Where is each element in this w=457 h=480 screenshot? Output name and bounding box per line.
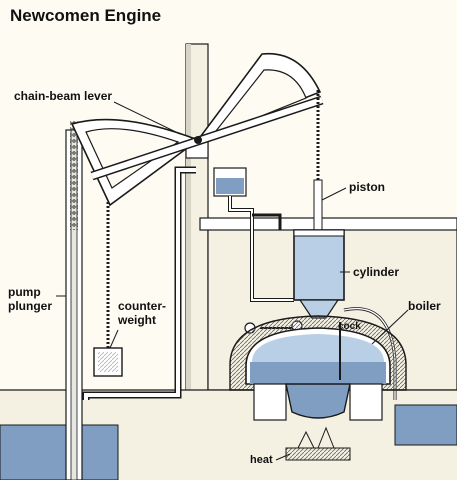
label-pump-plunger-2: plunger (8, 299, 52, 313)
label-counterweight-2: weight (118, 313, 156, 327)
label-boiler: boiler (408, 299, 441, 313)
mine-water (0, 424, 119, 480)
leader-boiler (371, 309, 409, 345)
label-piston: piston (349, 180, 385, 194)
platform-shelf (199, 217, 457, 231)
boiler-water (250, 362, 386, 384)
piston-rod (313, 179, 323, 235)
piston-head (293, 229, 345, 237)
label-cylinder: cylinder (353, 265, 400, 279)
diagram-title: Newcomen Engine (10, 6, 162, 25)
column-shadow (186, 44, 191, 394)
label-counterweight-1: counter- (118, 299, 166, 313)
label-cock: cock (338, 321, 361, 332)
label-heat: heat (250, 454, 273, 466)
label-pump-plunger-1: pump (8, 285, 41, 299)
cylinder (293, 229, 345, 301)
label-chain-beam-lever: chain-beam lever (14, 89, 113, 103)
injection-pipe (252, 213, 282, 230)
leader-chain-beam (113, 101, 181, 135)
leader-heat (275, 453, 291, 461)
fire (297, 426, 335, 449)
firebox-left-wall (253, 383, 287, 421)
grate (285, 447, 351, 461)
pump-chain (70, 120, 78, 230)
boiler-bottom (285, 383, 351, 419)
lever-pivot (194, 136, 202, 144)
leader-counterweight (109, 329, 119, 349)
leader-piston (321, 187, 347, 201)
right-water (394, 404, 457, 446)
firebox-right-wall (349, 383, 383, 421)
